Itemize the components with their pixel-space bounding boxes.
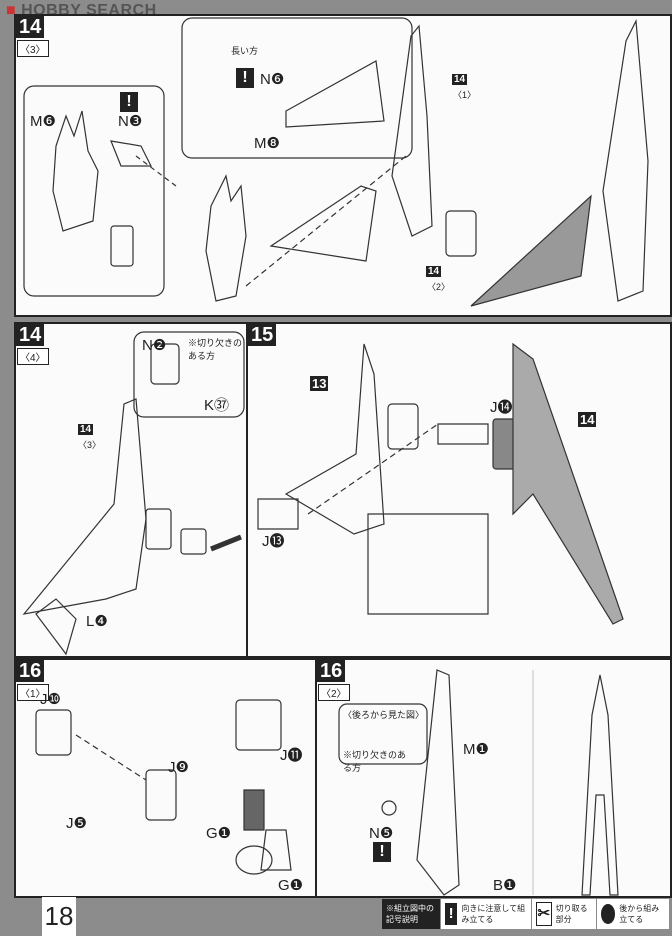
- part-label: J❿: [40, 691, 61, 708]
- part-label: L❹: [86, 613, 108, 630]
- later-assembly-icon: [601, 904, 616, 924]
- step-number: 16: [16, 660, 45, 682]
- part-label: N❷: [142, 337, 167, 354]
- legend-text: 向きに注意して組み立てる: [461, 904, 526, 924]
- part-label: J⓭: [262, 533, 285, 550]
- legend-item: ✂切り取る部分: [532, 899, 596, 929]
- part-label: J⓫: [280, 747, 303, 764]
- page-number: 18: [42, 897, 76, 936]
- part-label: K㊲: [204, 397, 230, 414]
- step-14-3-panel: 14 〈3〉 長い方 ! N❻ ! N❸ M❻ M❽ 14 〈1〉 14 〈2〉: [14, 14, 672, 317]
- step-ref: 14: [426, 266, 442, 277]
- step-ref: 13: [310, 376, 329, 391]
- rear-view-note: 〈後ろから見た図〉: [343, 710, 425, 720]
- exclamation-icon: !: [373, 842, 391, 862]
- step-ref-sub: 〈2〉: [427, 282, 451, 292]
- step-15-panel: 15 13 J⓮ 14 J⓭: [246, 322, 672, 658]
- part-label: M❻: [30, 113, 56, 130]
- part-label: J❺: [66, 815, 87, 832]
- step-14-4-panel: 14 〈4〉 N❷ ※切り欠きのある方 K㊲ 14 〈3〉 L❹: [14, 322, 248, 658]
- step-number: 15: [248, 324, 277, 346]
- step-14-3-illustration: [23, 17, 649, 307]
- notch-note: ※切り欠きのある方: [343, 750, 407, 773]
- part-label: N❻: [260, 71, 285, 88]
- step-sub-number: 〈3〉: [17, 40, 49, 57]
- part-label: G❶: [206, 825, 232, 842]
- step-number: 14: [16, 324, 45, 346]
- legend-title: ※組立図中の記号説明: [382, 899, 440, 929]
- part-label: G❶: [278, 877, 304, 894]
- legend-item: 後から組み立てる: [597, 899, 669, 929]
- step-ref: 14: [78, 424, 94, 435]
- step-ref-sub: 〈1〉: [453, 90, 477, 100]
- legend-text: 後から組み立てる: [619, 904, 660, 924]
- step-number: 16: [317, 660, 346, 682]
- part-label: M❽: [254, 135, 280, 152]
- part-label: M❶: [463, 741, 489, 758]
- legend-title-text: ※組立図中の記号説明: [386, 904, 434, 924]
- part-label: B❶: [493, 877, 517, 894]
- step-16-2-illustration: [338, 669, 619, 896]
- step-16-1-illustration: [35, 699, 292, 875]
- step-number: 14: [16, 16, 45, 38]
- step-16-1-panel: 16 〈1〉 J❿ J❾ J⓫ J❺ G❶ G❶: [14, 658, 317, 898]
- legend-item: !向きに注意して組み立てる: [441, 899, 531, 929]
- part-label: N❸: [118, 113, 143, 130]
- step-15-illustration: [257, 342, 624, 625]
- part-label: J❾: [168, 759, 189, 776]
- step-sub-number: 〈1〉: [17, 684, 49, 701]
- exclamation-icon: !: [120, 92, 138, 112]
- step-14-4-illustration: [22, 331, 245, 656]
- step-16-2-panel: 16 〈2〉 〈後ろから見た図〉 ※切り欠きのある方 M❶ N❺ ! B❶: [315, 658, 672, 898]
- step-sub-number: 〈4〉: [17, 348, 49, 365]
- part-label: J⓮: [490, 399, 513, 416]
- step-ref: 14: [578, 412, 597, 427]
- step-sub-number: 〈2〉: [318, 684, 350, 701]
- notch-note: ※切り欠きのある方: [188, 338, 243, 361]
- part-label: N❺: [369, 825, 394, 842]
- exclamation-icon: !: [445, 903, 458, 925]
- nipper-icon: ✂: [536, 902, 552, 926]
- exclamation-icon: !: [236, 68, 254, 88]
- legend-text: 切り取る部分: [555, 904, 588, 924]
- step-ref: 14: [452, 74, 468, 85]
- long-side-note: 長い方: [231, 46, 259, 56]
- step-ref-sub: 〈3〉: [78, 440, 102, 450]
